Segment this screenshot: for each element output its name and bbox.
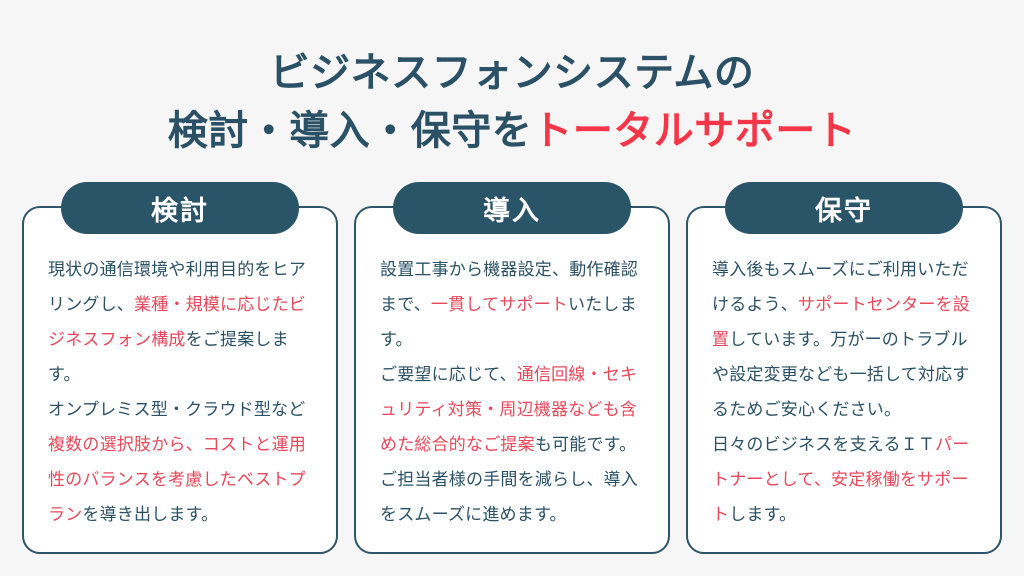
text-run: 導入後もスムーズにご利用いただけるよう、	[712, 260, 969, 314]
page-title-line-2-dark: 検討・導入・保守を	[167, 109, 533, 153]
text-run: ご要望に応じて、	[380, 365, 517, 384]
feature-card-title-hoshu: 保守	[725, 182, 963, 234]
feature-card-body-hoshu: 導入後もスムーズにご利用いただけるよう、サポートセンターを設置しています。万がー…	[712, 252, 980, 532]
feature-card-list: 検討 現状の通信環境や利用目的をヒアリングし、業種・規模に応じたビジネスフォン構…	[22, 182, 1002, 554]
feature-card-kentou: 検討 現状の通信環境や利用目的をヒアリングし、業種・規模に応じたビジネスフォン構…	[22, 182, 338, 554]
feature-card-dounyuu: 導入 設置工事から機器設定、動作確認まで、一貫してサポートいたします。ご要望に応…	[354, 182, 670, 554]
highlighted-text-run: 複数の選択肢から、コストと運用性のバランスを考慮したベストプラン	[48, 435, 306, 524]
paragraph: オンプレミス型・クラウド型など複数の選択肢から、コストと運用性のバランスを考慮し…	[48, 392, 316, 532]
page-title-line-2: 検討・導入・保守をトータルサポート	[0, 102, 1024, 160]
text-run: 現状の通信環境や利用目的をヒアリングし、	[48, 260, 306, 314]
feature-card-body-dounyuu: 設置工事から機器設定、動作確認まで、一貫してサポートいたします。ご要望に応じて、…	[380, 252, 648, 532]
highlighted-text-run: サポートセンターを設置	[712, 295, 970, 349]
highlighted-text-run: パートナーとして、安定稼働をサポート	[712, 435, 970, 524]
feature-card-body-kentou: 現状の通信環境や利用目的をヒアリングし、業種・規模に応じたビジネスフォン構成をご…	[48, 252, 316, 532]
text-run: しています。万がーのトラブルや設定変更なども一括して対応するためご安心ください。	[712, 330, 970, 419]
page-title: ビジネスフォンシステムの 検討・導入・保守をトータルサポート	[0, 44, 1024, 160]
paragraph: ご要望に応じて、通信回線・セキュリティ対策・周辺機器なども含めた総合的なご提案も…	[380, 357, 648, 532]
feature-card-title-kentou: 検討	[61, 182, 299, 234]
text-run: オンプレミス型・クラウド型など	[48, 400, 306, 419]
highlighted-text-run: 業種・規模に応じたビジネスフォン構成	[48, 295, 306, 349]
text-run: をご提案します。	[48, 330, 289, 384]
text-run: を導き出します。	[82, 505, 219, 524]
text-run: 設置工事から機器設定、動作確認まで、	[380, 260, 638, 314]
text-run: も可能です。ご担当者様の手間を減らし、導入をスムーズに進めます。	[380, 435, 638, 524]
paragraph: 導入後もスムーズにご利用いただけるよう、サポートセンターを設置しています。万がー…	[712, 252, 980, 427]
page-title-line-2-accent: トータルサポート	[532, 109, 857, 153]
feature-card-title-dounyuu: 導入	[393, 182, 631, 234]
text-run: 日々のビジネスを支えるＩＴ	[712, 435, 936, 454]
text-run: します。	[729, 505, 797, 524]
feature-card-hoshu: 保守 導入後もスムーズにご利用いただけるよう、サポートセンターを設置しています。…	[686, 182, 1002, 554]
text-run: いたします。	[380, 295, 637, 349]
paragraph: 日々のビジネスを支えるＩＴパートナーとして、安定稼働をサポートします。	[712, 427, 980, 532]
page-title-line-1: ビジネスフォンシステムの	[269, 51, 755, 95]
paragraph: 現状の通信環境や利用目的をヒアリングし、業種・規模に応じたビジネスフォン構成をご…	[48, 252, 316, 392]
highlighted-text-run: 通信回線・セキュリティ対策・周辺機器なども含めた総合的なご提案	[380, 365, 638, 454]
highlighted-text-run: 一貫してサポート	[430, 295, 569, 314]
paragraph: 設置工事から機器設定、動作確認まで、一貫してサポートいたします。	[380, 252, 648, 357]
